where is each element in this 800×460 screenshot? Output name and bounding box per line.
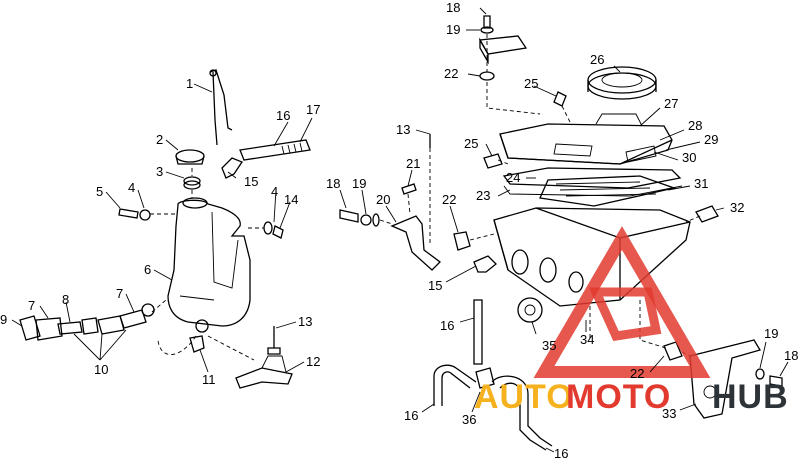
callout-16: 16: [404, 408, 418, 423]
callout-2: 2: [156, 132, 163, 147]
callout-1: 1: [186, 76, 193, 91]
vent-hose: [239, 139, 311, 161]
callout-16: 16: [554, 446, 568, 460]
callout-25: 25: [524, 76, 538, 91]
roller-wheel: [517, 297, 543, 323]
callout-19: 19: [764, 326, 778, 341]
airbox-bracket: [390, 215, 441, 271]
mounting-bracket: [235, 367, 293, 389]
watermark-triangle: [533, 226, 711, 378]
callout-22: 22: [444, 66, 458, 81]
callout-4: 4: [271, 184, 278, 199]
callout-32: 32: [730, 200, 744, 215]
callout-22: 22: [442, 192, 456, 207]
watermark-logo: AUTO MOTO HUB: [474, 226, 789, 416]
callout-11: 11: [202, 372, 216, 387]
callout-17: 17: [306, 102, 320, 117]
rear-bracket: [689, 339, 761, 419]
oil-tank-assembly: [19, 69, 311, 389]
foam-filter: [587, 72, 657, 100]
callout-6: 6: [144, 262, 151, 277]
callout-8: 8: [62, 292, 69, 307]
callout-29: 29: [704, 132, 718, 147]
oil-tank: [167, 199, 251, 327]
callout-31: 31: [694, 176, 708, 191]
callout-21: 21: [406, 156, 420, 171]
callout-33: 33: [662, 406, 676, 421]
callout-7: 7: [116, 286, 123, 301]
callout-25: 25: [464, 136, 478, 151]
callout-12: 12: [306, 354, 320, 369]
callout-13: 13: [298, 314, 312, 329]
callout-4: 4: [128, 180, 135, 195]
callout-36: 36: [462, 412, 476, 427]
callout-27: 27: [664, 96, 678, 111]
callout-19: 19: [352, 176, 366, 191]
callout-28: 28: [688, 118, 702, 133]
callout-34: 34: [580, 332, 594, 347]
callout-15: 15: [244, 174, 258, 189]
watermark-moto: MOTO: [566, 378, 671, 416]
callout-14: 14: [284, 192, 298, 207]
callout-22: 22: [630, 366, 644, 381]
callout-16: 16: [276, 108, 290, 123]
watermark-auto: AUTO: [474, 378, 574, 416]
air-filter: [539, 175, 677, 207]
callout-20: 20: [376, 192, 390, 207]
callout-9: 9: [0, 312, 7, 327]
leader-lines: [11, 7, 789, 453]
callout-24: 24: [506, 170, 520, 185]
callout-15: 15: [428, 278, 442, 293]
tank-cap: [175, 149, 205, 163]
callout-5: 5: [96, 184, 103, 199]
callout-16: 16: [440, 318, 454, 333]
callout-18: 18: [446, 0, 460, 15]
callout-35: 35: [542, 338, 556, 353]
drain-hose: [433, 364, 477, 406]
callout-7: 7: [28, 298, 35, 313]
airbox-base: [493, 207, 691, 307]
watermark-hub: HUB: [712, 378, 789, 416]
callout-18: 18: [784, 348, 798, 363]
airbox-assembly: [339, 15, 783, 451]
callout-18: 18: [326, 176, 340, 191]
callout-30: 30: [682, 150, 696, 165]
callout-13: 13: [396, 122, 410, 137]
callout-19: 19: [446, 22, 460, 37]
callout-23: 23: [476, 188, 490, 203]
callout-26: 26: [590, 52, 604, 67]
callout-10: 10: [94, 362, 108, 377]
callout-3: 3: [156, 164, 163, 179]
